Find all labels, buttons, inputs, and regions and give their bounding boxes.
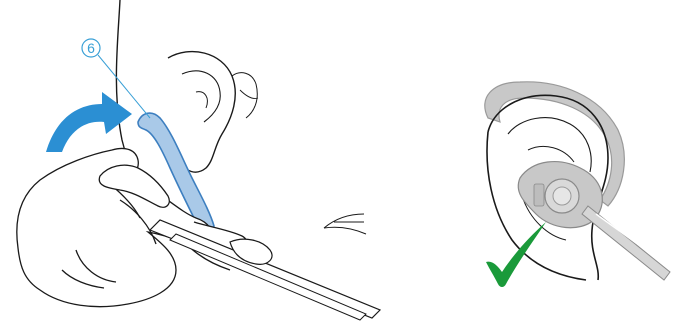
headset-boom: [150, 220, 380, 320]
headset-worn: [518, 162, 670, 280]
right-illustration: [485, 82, 670, 287]
callout-number: 6: [87, 40, 95, 56]
left-pointing-arrow-icon: [324, 214, 366, 234]
checkmark-icon: [486, 222, 546, 287]
left-illustration: 6: [17, 0, 380, 320]
curved-arrow-icon: [46, 92, 132, 152]
